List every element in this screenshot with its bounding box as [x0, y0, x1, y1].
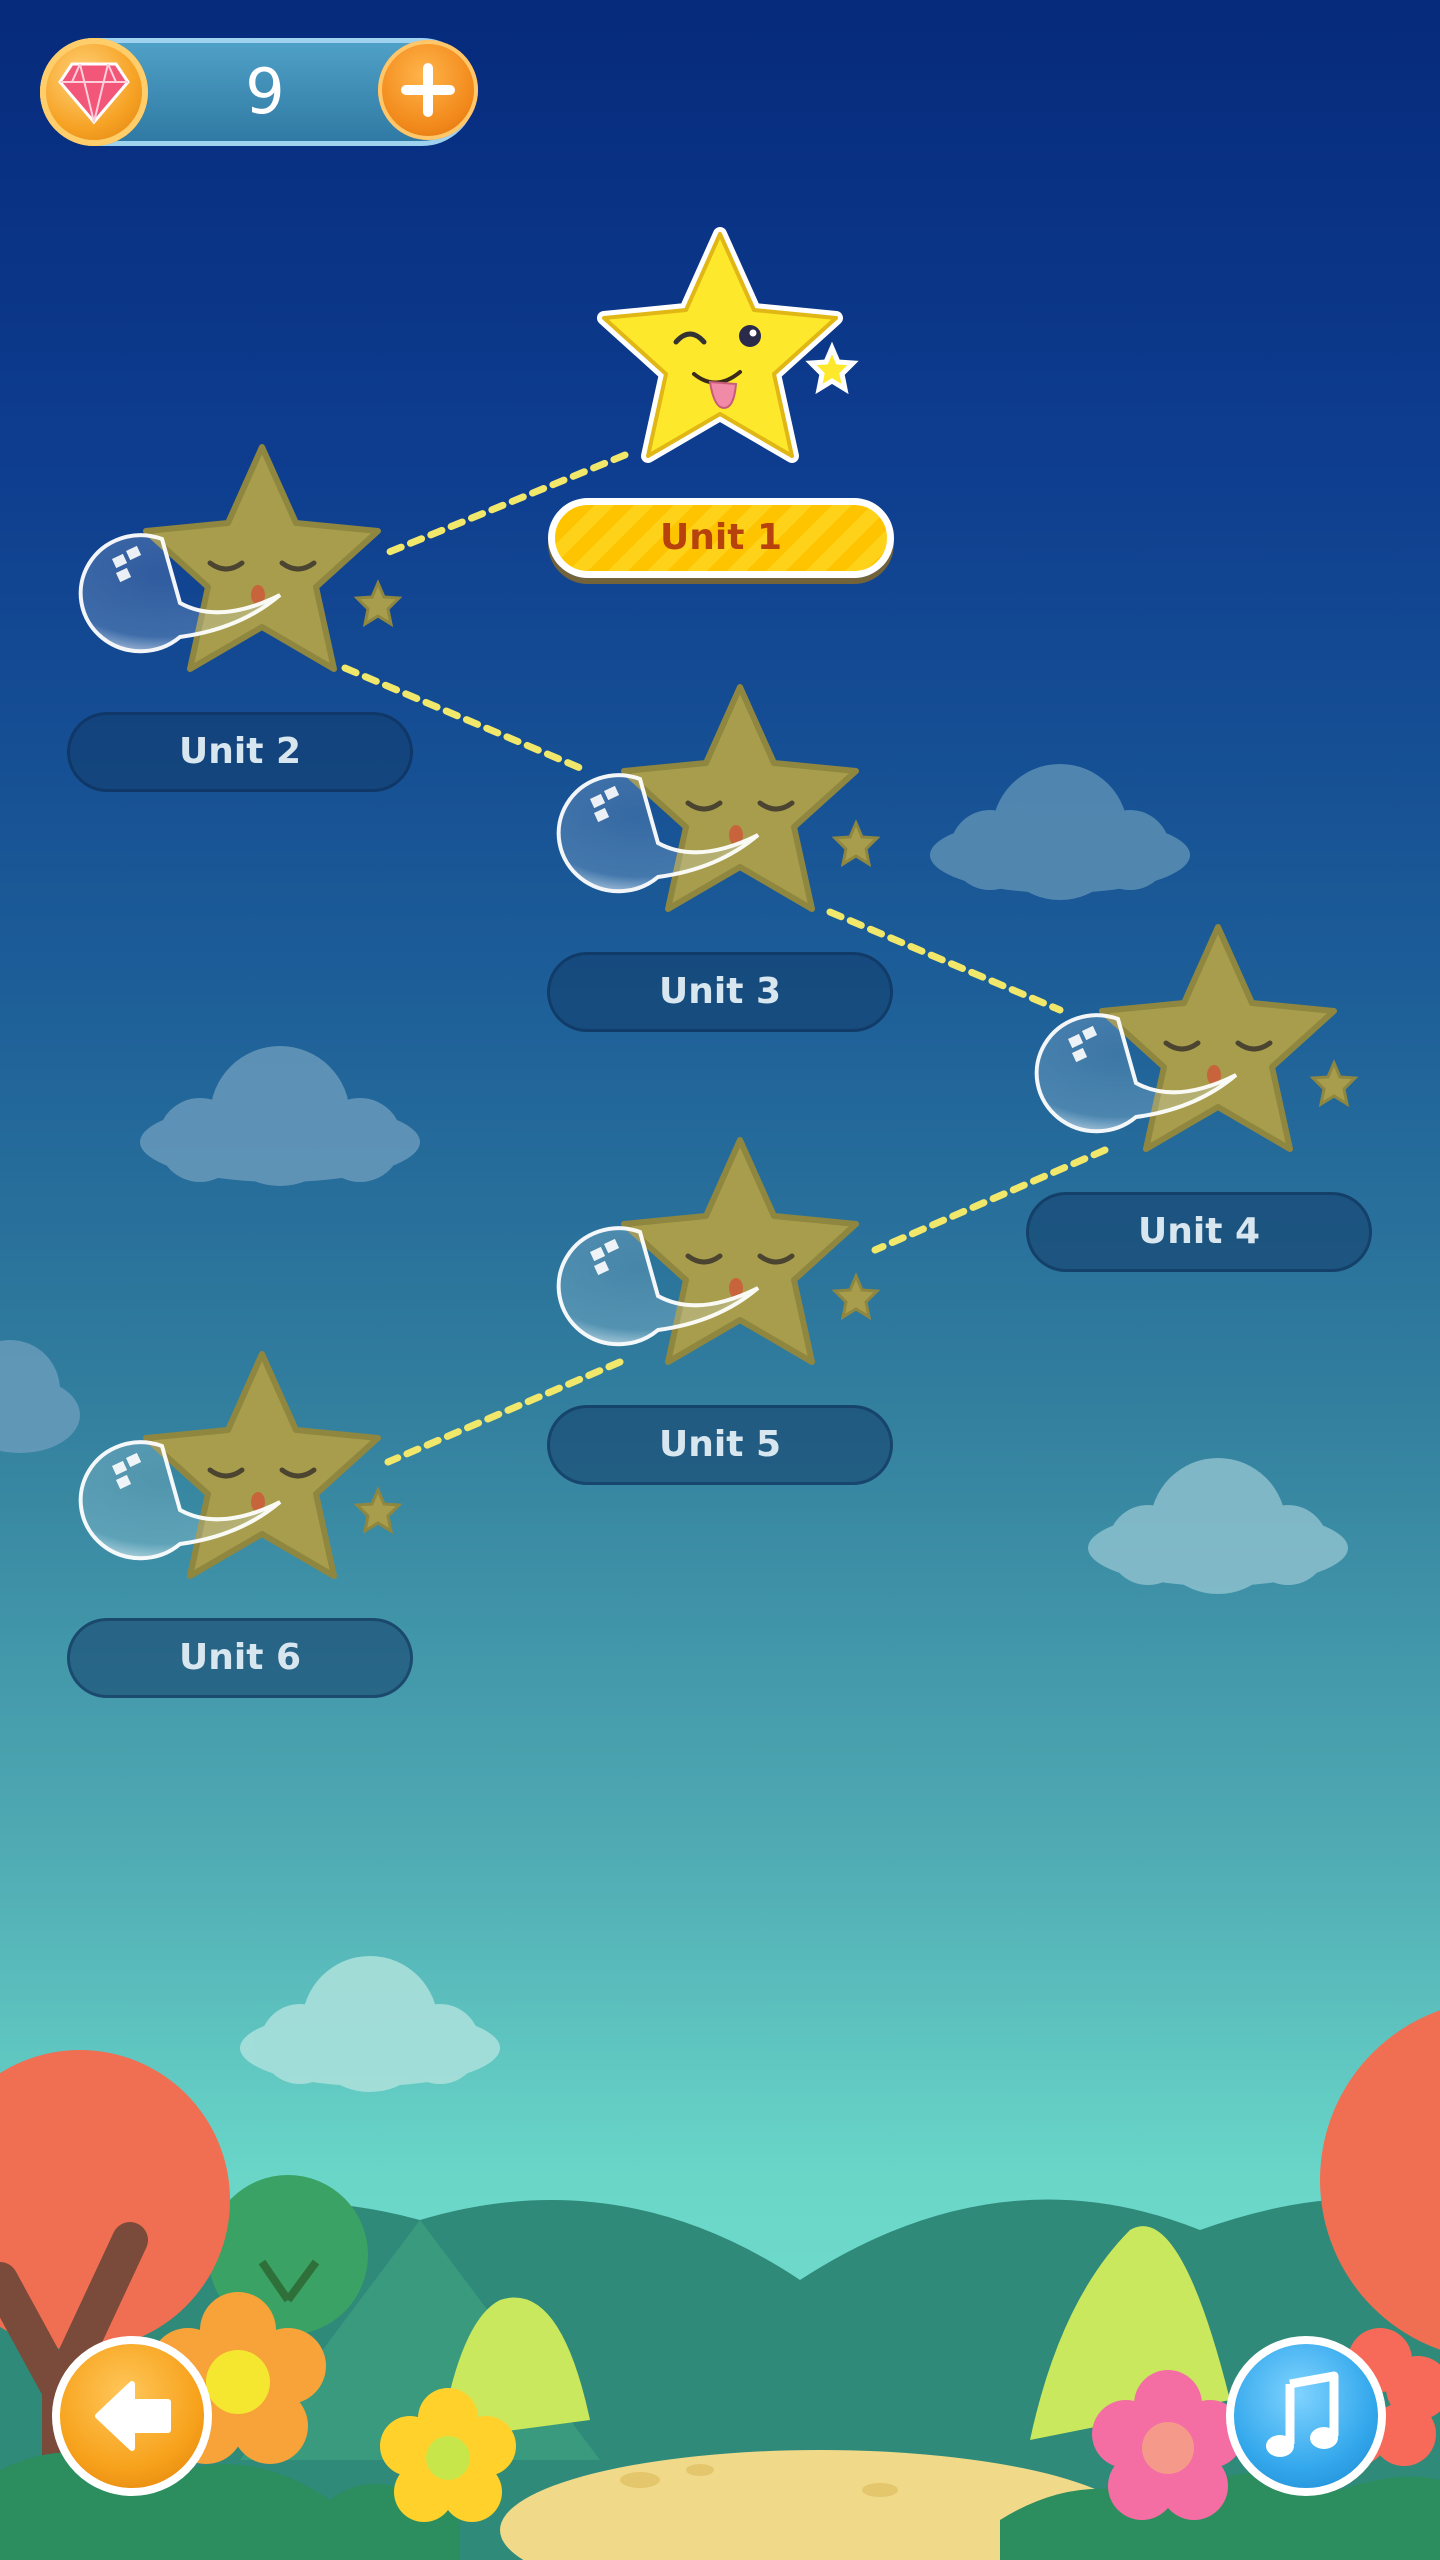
- music-toggle-button[interactable]: [1226, 2336, 1386, 2496]
- add-gems-button[interactable]: [378, 40, 478, 140]
- gem-icon: [40, 38, 148, 146]
- cloud: [1088, 1458, 1348, 1594]
- back-arrow-icon: [95, 2381, 171, 2451]
- unit-4-button[interactable]: Unit 4: [1026, 1192, 1372, 1272]
- gem-count: 9: [245, 55, 285, 128]
- cloud: [0, 1340, 80, 1453]
- cloud: [240, 1956, 500, 2092]
- unit-1-button[interactable]: Unit 1: [548, 498, 894, 578]
- flower: [150, 2292, 326, 2464]
- plus-icon: [401, 63, 455, 117]
- back-button[interactable]: [52, 2336, 212, 2496]
- flower: [380, 2388, 516, 2522]
- unit-6-button[interactable]: Unit 6: [67, 1618, 413, 1698]
- unit-1-star: [604, 234, 853, 456]
- unit-3-button[interactable]: Unit 3: [547, 952, 893, 1032]
- cloud: [930, 764, 1190, 900]
- unit-2-button[interactable]: Unit 2: [67, 712, 413, 792]
- cloud: [140, 1046, 420, 1186]
- unit-5-button[interactable]: Unit 5: [547, 1405, 893, 1485]
- flower: [1092, 2370, 1244, 2520]
- music-note-icon: [1266, 2371, 1339, 2457]
- tree: [1320, 2010, 1440, 2350]
